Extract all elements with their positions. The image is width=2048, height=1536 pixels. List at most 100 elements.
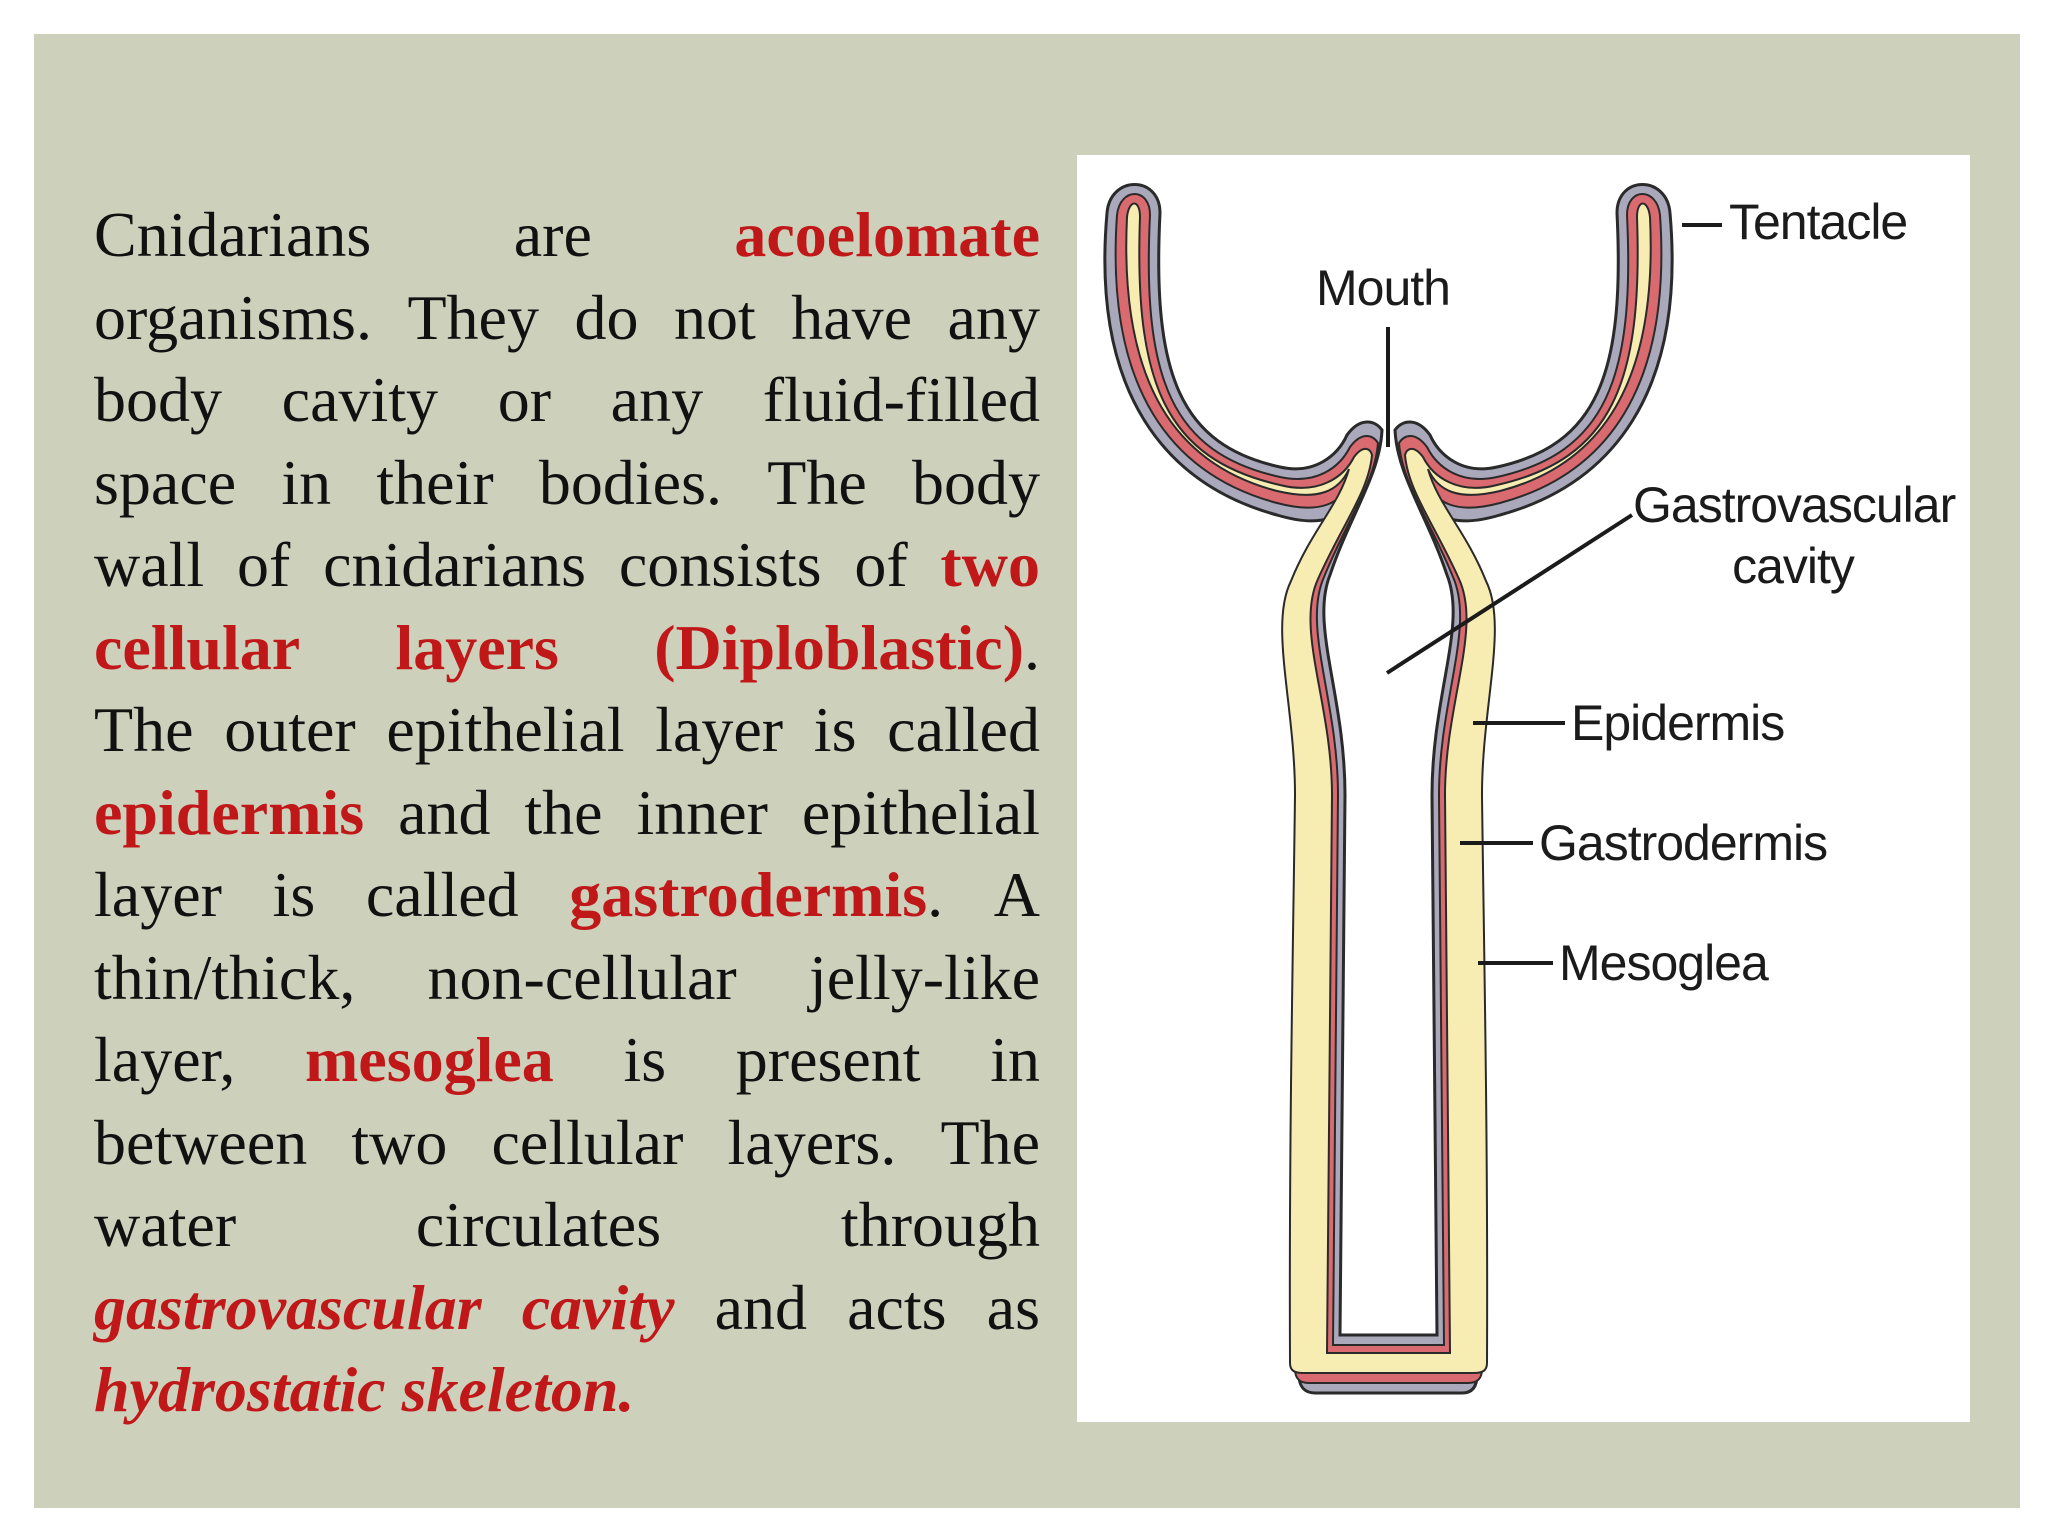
highlighted-term: gastrodermis. bbox=[569, 854, 943, 937]
gastrovascular-label-line2: cavity bbox=[1732, 538, 1855, 594]
paragraph-word: body bbox=[912, 442, 1040, 525]
word-text: called bbox=[365, 859, 519, 930]
word-text: acoelomate bbox=[734, 199, 1040, 270]
paragraph-word: The bbox=[767, 442, 867, 525]
word-text: is bbox=[623, 1024, 667, 1095]
paragraph-word: is bbox=[623, 1019, 666, 1102]
highlighted-term: epidermis bbox=[94, 772, 364, 855]
word-text: circulates bbox=[415, 1189, 662, 1260]
word-text: Cnidarians bbox=[94, 199, 372, 270]
word-text: jelly-like bbox=[808, 941, 1040, 1013]
word-text: do bbox=[574, 281, 639, 353]
paragraph-word: any bbox=[611, 359, 703, 442]
paragraph-word: Cnidarians bbox=[94, 194, 371, 277]
word-text: layer bbox=[655, 694, 784, 765]
paragraph-word: two bbox=[351, 1102, 447, 1185]
word-text: organisms. bbox=[94, 281, 372, 353]
paragraph-word: water bbox=[94, 1184, 236, 1267]
gastrodermis-label: Gastrodermis bbox=[1539, 815, 1828, 871]
paragraph-word: in bbox=[281, 442, 331, 525]
word-text: A bbox=[993, 859, 1040, 930]
word-text: gastrodermis bbox=[569, 859, 928, 930]
paragraph-word: space bbox=[94, 442, 236, 525]
paragraph-line: thin/thick, non-cellular jelly-like bbox=[94, 937, 1040, 1020]
cnidarian-body-diagram: Tentacle Mouth Gastrovascular cavity Epi… bbox=[1077, 155, 1970, 1422]
paragraph-word: body bbox=[94, 359, 222, 442]
word-text: and bbox=[398, 776, 491, 848]
word-text: space bbox=[94, 446, 237, 518]
mesoglea-label: Mesoglea bbox=[1559, 935, 1769, 991]
paragraph-word: between bbox=[94, 1102, 307, 1185]
word-text: have bbox=[791, 281, 913, 353]
word-text: cnidarians bbox=[323, 529, 587, 600]
paragraph-word: epithelial bbox=[802, 772, 1040, 855]
word-text: gastrovascular bbox=[94, 1271, 482, 1343]
paragraph-word: through bbox=[841, 1184, 1040, 1267]
paragraph-word: is bbox=[814, 689, 857, 772]
word-text: epidermis bbox=[94, 776, 365, 848]
paragraph-word: in bbox=[990, 1019, 1040, 1102]
paragraph-word: cellular bbox=[492, 1102, 684, 1185]
word-text: of bbox=[854, 529, 908, 600]
word-text: epithelial bbox=[386, 694, 625, 765]
paragraph-line: hydrostatic skeleton. bbox=[94, 1349, 1040, 1432]
paragraph-word: layer, bbox=[94, 1019, 235, 1102]
paragraph-word: do bbox=[574, 277, 638, 360]
paragraph-word: called bbox=[366, 854, 519, 937]
paragraph-word: wall bbox=[94, 524, 204, 607]
paragraph-word: the bbox=[524, 772, 602, 855]
word-text: body bbox=[911, 446, 1040, 518]
word-text: cavity bbox=[281, 364, 439, 435]
paragraph-word: fluid-filled bbox=[763, 359, 1040, 442]
paragraph-word: consists bbox=[619, 524, 822, 607]
word-text: The bbox=[940, 1106, 1040, 1178]
word-text: The bbox=[94, 694, 194, 765]
paragraph-word: jelly-like bbox=[809, 937, 1040, 1020]
word-text: called bbox=[887, 694, 1040, 765]
paragraph-word: present bbox=[736, 1019, 921, 1102]
word-text: layer bbox=[94, 859, 222, 930]
word-text: any bbox=[947, 281, 1040, 353]
paragraph-word: The bbox=[94, 689, 194, 772]
word-text: is bbox=[813, 694, 857, 765]
paragraph-word: their bbox=[376, 442, 493, 525]
paragraph-word: cnidarians bbox=[323, 524, 586, 607]
paragraph-word: called bbox=[887, 689, 1040, 772]
highlighted-term: cavity bbox=[522, 1267, 675, 1350]
word-text: and bbox=[714, 1271, 807, 1343]
word-text: between bbox=[94, 1106, 308, 1178]
word-text: cavity bbox=[521, 1271, 675, 1343]
highlighted-term: mesoglea bbox=[305, 1019, 554, 1102]
word-text: fluid-filled bbox=[762, 364, 1040, 435]
paragraph-word: outer bbox=[224, 689, 356, 772]
paragraph-word: The bbox=[940, 1102, 1040, 1185]
highlighted-term: gastrovascular bbox=[94, 1267, 482, 1350]
paragraph-word: of bbox=[854, 524, 907, 607]
word-text: water bbox=[94, 1189, 237, 1260]
highlighted-term: acoelomate bbox=[734, 194, 1040, 277]
paragraph-word: have bbox=[791, 277, 912, 360]
paragraph-word: circulates bbox=[416, 1184, 661, 1267]
paragraph-word: are bbox=[514, 194, 592, 277]
word-text: or bbox=[497, 364, 551, 435]
word-text: is bbox=[272, 859, 316, 930]
paragraph-word: and bbox=[715, 1267, 807, 1350]
paragraph-line: water circulates through bbox=[94, 1184, 1040, 1267]
paragraph-line: Cnidarians are acoelomate bbox=[94, 194, 1040, 277]
word-text: not bbox=[673, 281, 756, 353]
paragraph-word: non-cellular bbox=[428, 937, 737, 1020]
word-text: cellular bbox=[94, 611, 301, 683]
paragraph-word: thin/thick, bbox=[94, 937, 355, 1020]
highlighted-term: layers bbox=[395, 607, 559, 690]
word-text: two bbox=[351, 1106, 448, 1178]
paragraph-line: layer, mesoglea is present in bbox=[94, 1019, 1040, 1102]
word-text: are bbox=[513, 199, 592, 270]
